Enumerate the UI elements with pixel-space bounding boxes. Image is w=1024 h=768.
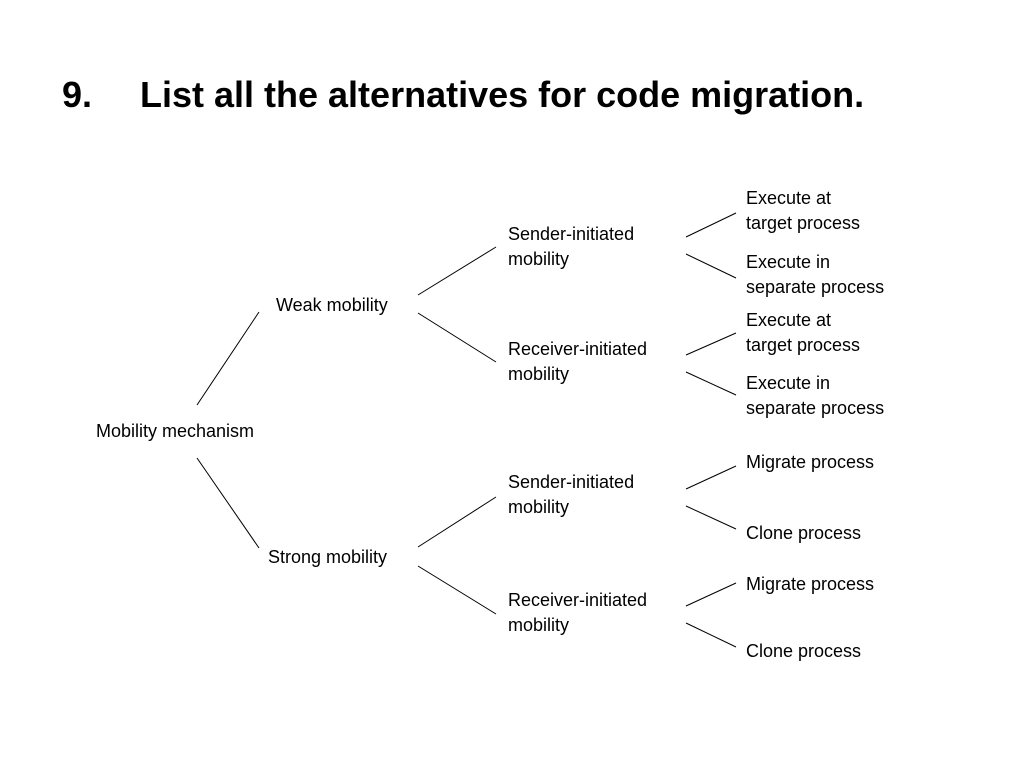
edge-strong-sender-opt1: [685, 465, 737, 490]
edge-weak-receiver-opt2: [685, 371, 737, 396]
node-strong-mobility: Strong mobility: [268, 547, 388, 567]
node-weak-sender-execute-at-target: Execute at target process: [746, 186, 860, 236]
node-label-line: separate process: [746, 398, 885, 418]
node-weak-mobility: Weak mobility: [276, 295, 388, 315]
node-label-line: mobility: [508, 615, 570, 635]
edge-strong-receiver-opt1: [685, 582, 737, 607]
node-weak-sender-execute-in-separate: Execute in separate process: [746, 250, 884, 300]
node-label-line: Receiver-initiated: [508, 590, 648, 610]
node-label-line: Execute at: [746, 188, 832, 208]
edge-root-strong: [196, 457, 260, 549]
node-label-line: separate process: [746, 277, 885, 297]
node-label-line: target process: [746, 213, 861, 233]
node-strong-sender-clone-process: Clone process: [746, 523, 862, 543]
edge-strong-sender-opt2: [685, 505, 737, 530]
node-label-line: mobility: [508, 249, 570, 269]
node-weak-receiver-execute-in-separate: Execute in separate process: [746, 371, 884, 421]
edge-strong-receiver-opt2: [685, 622, 737, 648]
edge-strong-receiver: [417, 565, 497, 615]
node-label-line: Receiver-initiated: [508, 339, 648, 359]
node-label-line: Sender-initiated: [508, 472, 635, 492]
slide-title-text: List all the alternatives for code migra…: [140, 74, 865, 115]
node-weak-receiver-initiated: Receiver-initiated mobility: [508, 337, 647, 387]
slide-number: 9.: [62, 74, 93, 115]
edge-root-weak: [196, 311, 260, 406]
node-label-line: Execute at: [746, 310, 832, 330]
node-mobility-mechanism: Mobility mechanism: [96, 421, 255, 441]
node-label-line: Execute in: [746, 252, 831, 272]
node-weak-receiver-execute-at-target: Execute at target process: [746, 308, 860, 358]
node-label-line: mobility: [508, 497, 570, 517]
node-label-line: Execute in: [746, 373, 831, 393]
slide-title: 9. List all the alternatives for code mig…: [62, 74, 864, 116]
edge-weak-sender-opt2: [685, 253, 737, 279]
node-strong-receiver-initiated: Receiver-initiated mobility: [508, 588, 647, 638]
node-label-line: mobility: [508, 364, 570, 384]
edge-weak-sender-opt1: [685, 212, 737, 238]
node-strong-sender-migrate-process: Migrate process: [746, 452, 875, 472]
node-strong-sender-initiated: Sender-initiated mobility: [508, 470, 634, 520]
edge-strong-sender: [417, 496, 497, 548]
node-strong-receiver-clone-process: Clone process: [746, 641, 862, 661]
node-label-line: target process: [746, 335, 861, 355]
node-strong-receiver-migrate-process: Migrate process: [746, 574, 875, 594]
edge-weak-receiver: [417, 312, 497, 363]
edge-weak-receiver-opt1: [685, 332, 737, 356]
edge-weak-sender: [417, 246, 497, 296]
node-label-line: Sender-initiated: [508, 224, 635, 244]
node-weak-sender-initiated: Sender-initiated mobility: [508, 222, 634, 272]
